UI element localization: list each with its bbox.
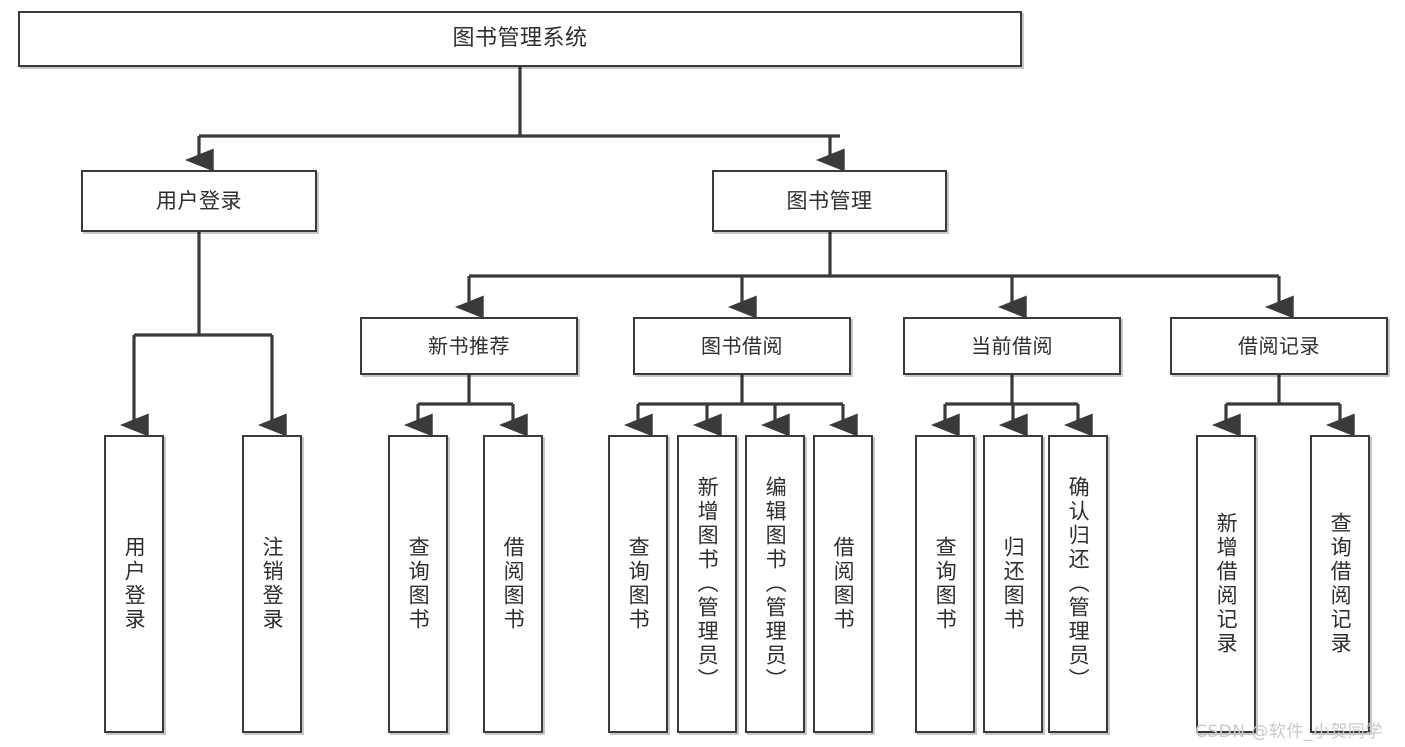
node-current-borrow-label: 当前借阅 (971, 333, 1053, 358)
node-leaf-return-book[interactable]: 归还图书 (983, 435, 1043, 733)
node-leaf-query-book-3-label: 查询图书 (933, 536, 958, 632)
node-leaf-add-book[interactable]: 新增图书（管理员） (677, 435, 737, 733)
node-current-borrow[interactable]: 当前借阅 (903, 317, 1121, 375)
node-book-manage-label: 图书管理 (786, 188, 873, 213)
node-leaf-user-login-label: 用户登录 (122, 536, 147, 632)
node-borrow-record-label: 借阅记录 (1238, 333, 1320, 358)
csdn-watermark: CSDN @软件_小贺同学 (1195, 722, 1383, 742)
node-leaf-add-book-label: 新增图书（管理员） (695, 476, 720, 692)
node-book-manage[interactable]: 图书管理 (712, 170, 947, 232)
node-leaf-user-login[interactable]: 用户登录 (104, 435, 164, 733)
node-book-borrow[interactable]: 图书借阅 (633, 317, 851, 375)
node-leaf-query-record-label: 查询借阅记录 (1328, 512, 1353, 656)
node-leaf-logout[interactable]: 注销登录 (242, 435, 302, 733)
node-leaf-query-book-2-label: 查询图书 (626, 536, 651, 632)
node-book-borrow-label: 图书借阅 (701, 333, 783, 358)
node-leaf-confirm-return-label: 确认归还（管理员） (1066, 476, 1091, 692)
node-user-login-label: 用户登录 (156, 188, 242, 213)
node-leaf-add-record-label: 新增借阅记录 (1214, 512, 1239, 656)
node-user-login[interactable]: 用户登录 (81, 170, 317, 232)
node-leaf-query-book-2[interactable]: 查询图书 (608, 435, 668, 733)
node-leaf-logout-label: 注销登录 (260, 536, 285, 632)
node-leaf-borrow-book-1[interactable]: 借阅图书 (483, 435, 543, 733)
node-new-book-recommend-label: 新书推荐 (428, 333, 510, 358)
node-leaf-edit-book-label: 编辑图书（管理员） (763, 476, 788, 692)
node-borrow-record[interactable]: 借阅记录 (1170, 317, 1388, 375)
node-leaf-return-book-label: 归还图书 (1001, 536, 1026, 632)
node-leaf-borrow-book-2[interactable]: 借阅图书 (813, 435, 873, 733)
node-new-book-recommend[interactable]: 新书推荐 (360, 317, 578, 375)
node-leaf-query-book-1-label: 查询图书 (406, 536, 431, 632)
node-root[interactable]: 图书管理系统 (18, 11, 1022, 67)
node-leaf-borrow-book-2-label: 借阅图书 (831, 536, 856, 632)
node-leaf-query-book-1[interactable]: 查询图书 (388, 435, 448, 733)
node-leaf-query-record[interactable]: 查询借阅记录 (1310, 435, 1370, 733)
node-leaf-add-record[interactable]: 新增借阅记录 (1196, 435, 1256, 733)
node-leaf-borrow-book-1-label: 借阅图书 (501, 536, 526, 632)
node-root-label: 图书管理系统 (452, 26, 588, 52)
node-leaf-query-book-3[interactable]: 查询图书 (915, 435, 975, 733)
node-leaf-confirm-return[interactable]: 确认归还（管理员） (1048, 435, 1108, 733)
node-leaf-edit-book[interactable]: 编辑图书（管理员） (745, 435, 805, 733)
